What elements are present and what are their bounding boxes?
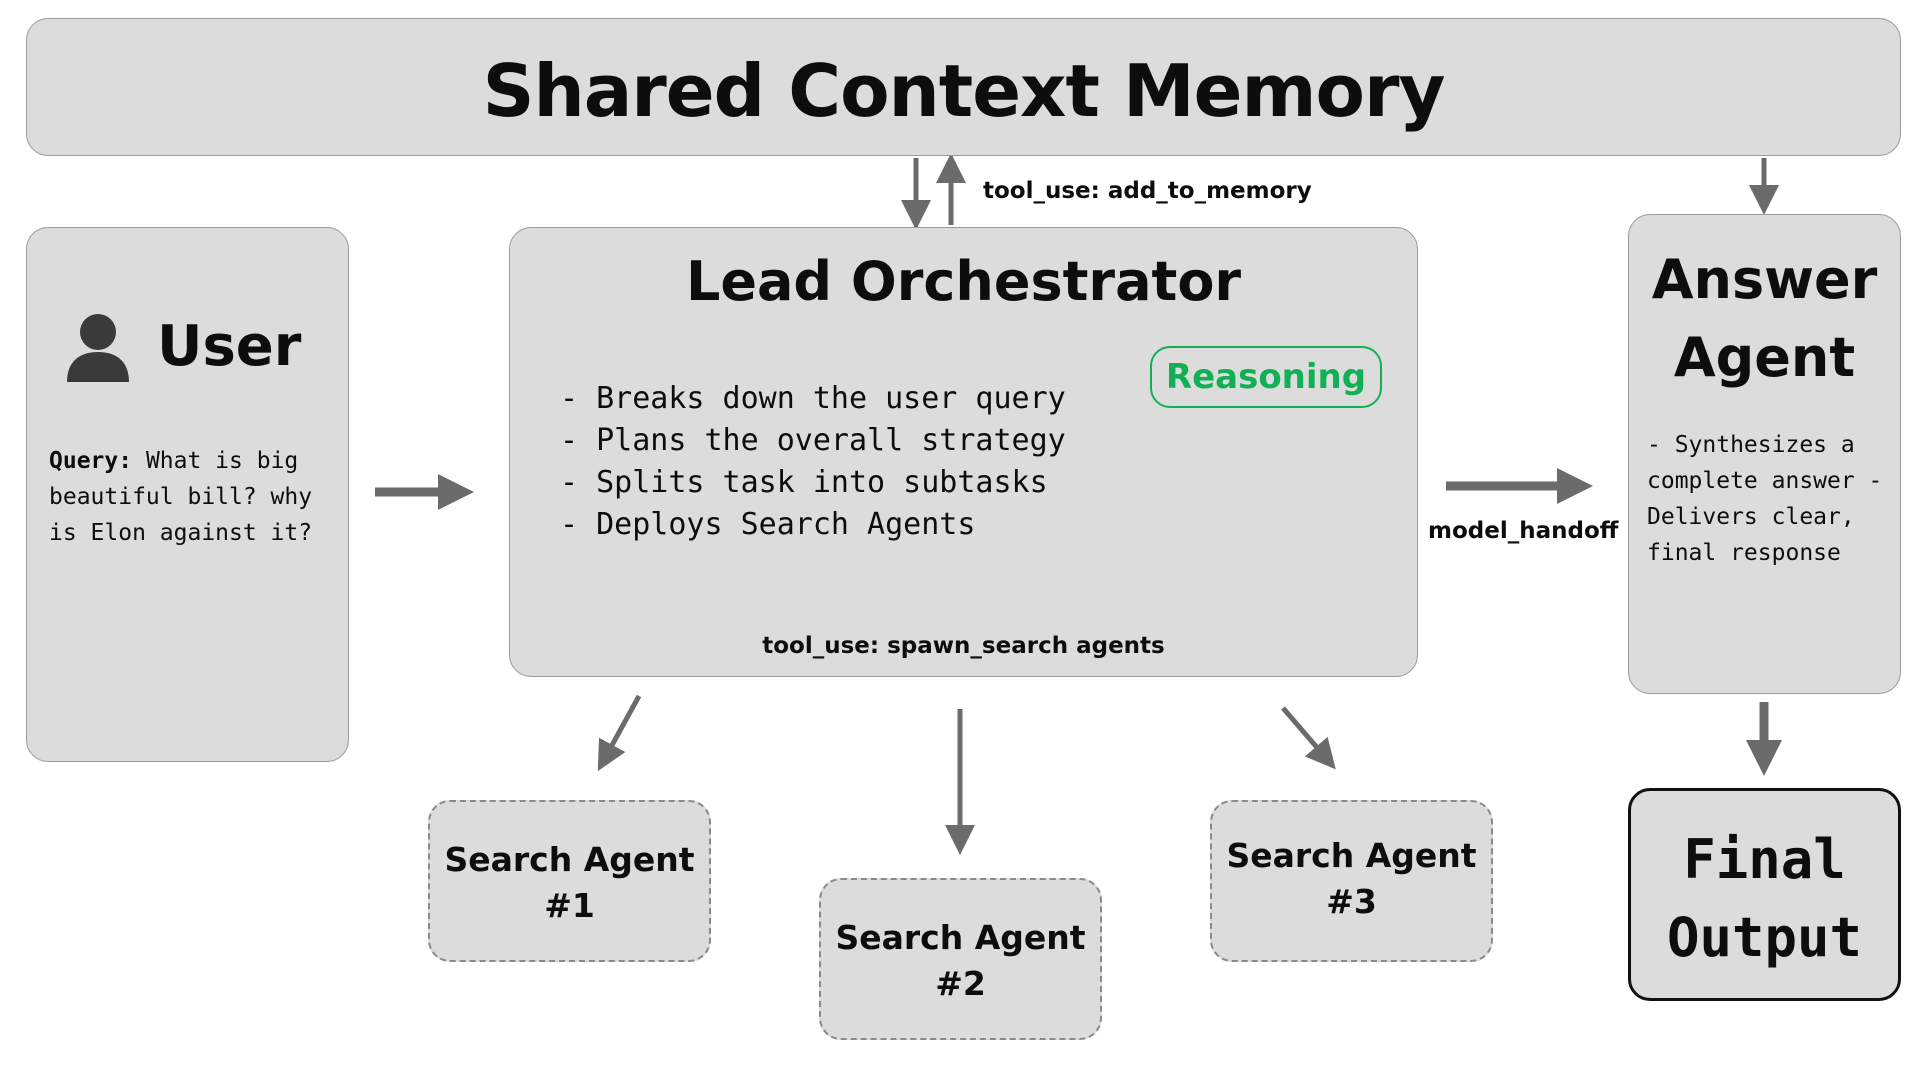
search-agent-2-title: Search Agent #2 xyxy=(821,915,1100,1007)
answer-title-line-1: Answer xyxy=(1651,248,1878,311)
final-output-line-1: Final xyxy=(1683,828,1846,891)
shared-context-memory-box: Shared Context Memory xyxy=(26,18,1901,156)
orchestrator-task-item: - Plans the overall strategy xyxy=(560,423,1066,458)
add-to-memory-label: tool_use: add_to_memory xyxy=(983,178,1312,204)
reasoning-badge: Reasoning xyxy=(1150,346,1382,408)
search-agent-1-name: Search Agent xyxy=(444,840,695,879)
query-text: What is big beautiful bill? why is Elon … xyxy=(49,448,313,546)
answer-agent-title: Answer Agent xyxy=(1629,241,1900,397)
answer-agent-box: Answer Agent - Synthesizes a complete an… xyxy=(1628,214,1901,694)
user-box: User Query: What is big beautiful bill? … xyxy=(26,227,349,762)
user-icon xyxy=(67,314,129,382)
search-agent-1-box: Search Agent #1 xyxy=(428,800,711,962)
orchestrator-task-item: - Deploys Search Agents xyxy=(560,507,976,542)
search-agent-2-number: #2 xyxy=(935,964,986,1003)
spawn-search-agents-label: tool_use: spawn_search agents xyxy=(762,633,1165,659)
final-output-title: Final Output xyxy=(1631,821,1898,977)
search-agent-3-box: Search Agent #3 xyxy=(1210,800,1493,962)
orchestrator-task-item: - Splits task into subtasks xyxy=(560,465,1048,500)
memory-title: Shared Context Memory xyxy=(482,49,1446,133)
query-label: Query: xyxy=(49,448,133,474)
search-agent-1-number: #1 xyxy=(544,886,595,925)
answer-agent-description: - Synthesizes a complete answer - Delive… xyxy=(1647,432,1883,566)
search-agent-2-name: Search Agent xyxy=(835,918,1086,957)
search-agent-3-number: #3 xyxy=(1326,882,1377,921)
final-output-box: Final Output xyxy=(1628,788,1901,1001)
final-output-line-2: Output xyxy=(1666,906,1863,969)
to-search-agent-3-arrow xyxy=(1281,706,1336,770)
model-handoff-label: model_handoff xyxy=(1428,518,1619,544)
orchestrator-task-item: - Breaks down the user query xyxy=(560,381,1066,416)
answer-title-line-2: Agent xyxy=(1673,326,1856,389)
orchestrator-title: Lead Orchestrator xyxy=(685,250,1242,313)
to-search-agent-1-arrow xyxy=(597,694,642,772)
orchestrator-task-list: - Breaks down the user query - Plans the… xyxy=(560,378,1066,546)
user-query: Query: What is big beautiful bill? why i… xyxy=(49,443,339,551)
search-agent-1-title: Search Agent #1 xyxy=(430,837,709,929)
search-agent-3-name: Search Agent xyxy=(1226,836,1477,875)
search-agent-2-box: Search Agent #2 xyxy=(819,878,1102,1040)
user-title: User xyxy=(157,314,302,379)
search-agent-3-title: Search Agent #3 xyxy=(1212,833,1491,925)
lead-orchestrator-box: Lead Orchestrator Reasoning - Breaks dow… xyxy=(509,227,1418,677)
